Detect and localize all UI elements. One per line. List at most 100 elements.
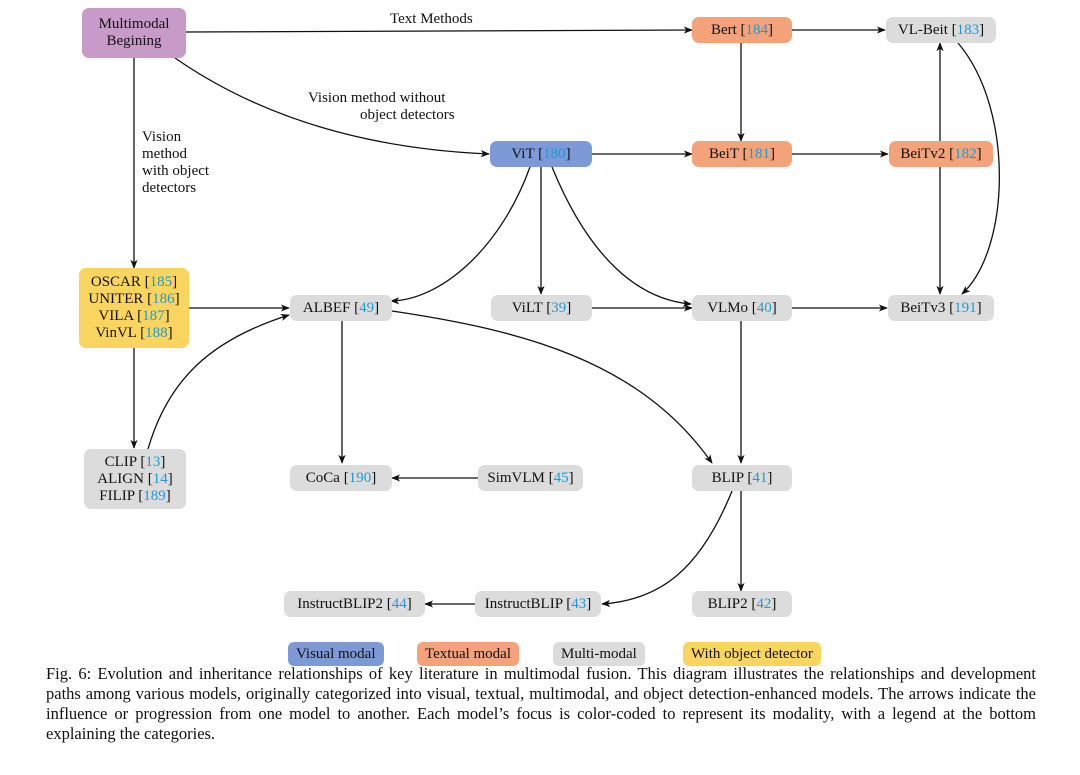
edge-label-text-methods: Text Methods	[390, 11, 473, 27]
citation-ref[interactable]: 180	[543, 145, 566, 162]
node-multimodal-beginning-line: Begining	[107, 33, 162, 50]
citation-ref[interactable]: 45	[553, 469, 569, 486]
node-label: ALIGN	[97, 470, 148, 487]
node-instructblip: InstructBLIP [43]	[475, 591, 601, 617]
node-label: Bert	[710, 21, 741, 38]
legend-visual-modal: Visual modal	[288, 642, 384, 666]
node-instructblip2-line: InstructBLIP2 [44]	[297, 595, 412, 612]
citation-ref[interactable]: 43	[571, 595, 587, 612]
node-label: VILA	[98, 308, 138, 324]
edge-clip-albef	[147, 314, 290, 450]
citation-ref[interactable]: 185	[149, 274, 173, 290]
citation-ref[interactable]: 188	[145, 325, 168, 341]
citation-ref[interactable]: 41	[752, 469, 768, 486]
node-blip: BLIP [41]	[692, 465, 792, 491]
node-oscar-group: OSCAR [185]UNITER [186]VILA [187]VinVL […	[79, 268, 189, 348]
node-label: BLIP	[711, 469, 748, 486]
edge-begin-bert	[184, 26, 693, 34]
node-clip-group: CLIP [13]ALIGN [14]FILIP [189]	[84, 449, 186, 509]
node-label: InstructBLIP	[484, 595, 567, 612]
legend-textual-modal: Textual modal	[417, 642, 520, 666]
node-instructblip-line: InstructBLIP [43]	[484, 595, 592, 612]
edge-label-vision-with-3: with object	[142, 163, 210, 179]
node-clip-group-line: FILIP [189]	[99, 487, 171, 504]
node-label: VinVL	[95, 325, 141, 341]
edge-vit-vlmo	[551, 166, 692, 307]
edge-label-vision-without-2: object detectors	[360, 107, 455, 123]
node-label: InstructBLIP2	[297, 595, 387, 612]
node-vit-line: ViT [180]	[511, 145, 571, 162]
node-beit: BeiT [181]	[692, 141, 792, 167]
node-label: VL-Beit	[897, 21, 952, 38]
node-vilt-line: ViLT [39]	[511, 299, 572, 316]
node-vlmo: VLMo [40]	[692, 295, 792, 321]
node-coca: CoCa [190]	[290, 465, 392, 491]
citation-ref[interactable]: 186	[152, 291, 175, 307]
edge-albef-blip	[391, 310, 713, 464]
node-bert-line: Bert [184]	[710, 21, 774, 38]
node-label: CoCa	[305, 469, 344, 486]
legend-with-object-detector: With object detector	[683, 642, 821, 666]
citation-ref[interactable]: 49	[359, 299, 375, 316]
node-label: ViT	[511, 145, 539, 162]
node-vlmo-line: VLMo [40]	[707, 299, 777, 316]
citation-ref[interactable]: 189	[143, 487, 166, 504]
citation-ref[interactable]: 13	[145, 453, 161, 470]
citation-ref[interactable]: 187	[142, 308, 165, 324]
node-multimodal-beginning-line: Multimodal	[99, 16, 170, 33]
node-vl-beit: VL-Beit [183]	[886, 17, 996, 43]
node-oscar-group-line: VinVL [188]	[95, 325, 173, 341]
citation-ref[interactable]: 39	[551, 299, 567, 316]
citation-ref[interactable]: 42	[756, 595, 772, 612]
citation-ref[interactable]: 14	[152, 470, 168, 487]
node-blip2-line: BLIP2 [42]	[707, 595, 777, 612]
node-label: ALBEF	[302, 299, 355, 316]
node-beitv3: BeiTv3 [191]	[888, 295, 994, 321]
node-label: FILIP	[99, 487, 139, 504]
node-blip-line: BLIP [41]	[711, 469, 773, 486]
node-vl-beit-line: VL-Beit [183]	[897, 21, 985, 38]
node-label: Multimodal	[98, 16, 170, 32]
node-beitv3-line: BeiTv3 [191]	[900, 299, 982, 316]
edge-vlbeit-beitv3	[957, 42, 1001, 295]
node-oscar-group-line: VILA [187]	[98, 308, 170, 324]
citation-ref[interactable]: 190	[348, 469, 372, 486]
citation-ref[interactable]: 191	[954, 299, 977, 316]
node-simvlm: SimVLM [45]	[478, 465, 583, 491]
node-label: BeiTv2	[900, 145, 950, 162]
node-vilt: ViLT [39]	[491, 295, 592, 321]
node-label: Begining	[106, 33, 162, 49]
citation-ref[interactable]: 181	[747, 145, 770, 162]
node-albef-line: ALBEF [49]	[302, 299, 380, 316]
edge-label-vision-with-4: detectors	[142, 180, 197, 196]
edge-label-vision-with-1: Vision	[142, 129, 182, 145]
citation-ref[interactable]: 44	[391, 595, 407, 612]
node-beitv2: BeiTv2 [182]	[889, 141, 993, 167]
node-instructblip2: InstructBLIP2 [44]	[284, 591, 425, 617]
node-beit-line: BeiT [181]	[709, 145, 775, 162]
node-beitv2-line: BeiTv2 [182]	[900, 145, 982, 162]
node-clip-group-line: ALIGN [14]	[97, 470, 173, 487]
node-label: ViLT	[511, 299, 547, 316]
node-label: BLIP2	[707, 595, 752, 612]
node-label: UNITER	[88, 291, 148, 307]
node-label: VLMo	[707, 299, 752, 316]
node-label: BeiT	[709, 145, 743, 162]
node-vit: ViT [180]	[490, 141, 592, 167]
node-clip-group-line: CLIP [13]	[104, 453, 166, 470]
citation-ref[interactable]: 183	[956, 21, 980, 38]
edge-label-vision-with-2: method	[142, 146, 187, 162]
node-coca-line: CoCa [190]	[305, 469, 377, 486]
node-bert: Bert [184]	[692, 17, 792, 43]
node-label: SimVLM	[487, 469, 549, 486]
legend-multi-modal: Multi-modal	[553, 642, 645, 666]
edge-label-vision-without-1: Vision method without	[308, 90, 446, 106]
node-oscar-group-line: OSCAR [185]	[90, 274, 178, 290]
node-label: CLIP	[104, 453, 141, 470]
citation-ref[interactable]: 40	[756, 299, 772, 316]
citation-ref[interactable]: 184	[745, 21, 769, 38]
citation-ref[interactable]: 182	[954, 145, 977, 162]
figure-caption: Fig. 6: Evolution and inheritance relati…	[46, 664, 1036, 743]
node-simvlm-line: SimVLM [45]	[487, 469, 574, 486]
